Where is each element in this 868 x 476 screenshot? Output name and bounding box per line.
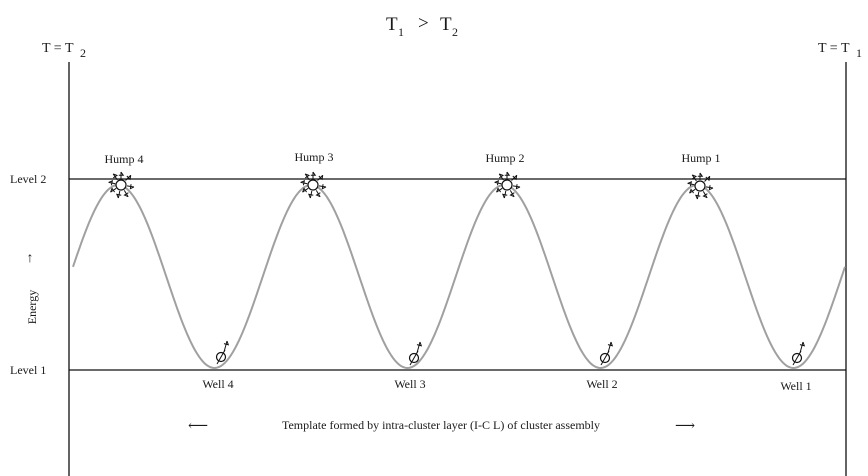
title-right-base: T xyxy=(440,14,452,35)
hump-ray-0-head xyxy=(697,172,704,177)
hump-particle xyxy=(115,179,127,191)
hump-ray-2-head xyxy=(129,184,135,190)
hump-ray-1-head xyxy=(318,175,324,181)
title-operator: > xyxy=(418,13,429,34)
hump-particle xyxy=(694,180,706,192)
well-slash xyxy=(792,350,802,366)
hump-ray-6-head xyxy=(687,181,693,187)
hump-ray-0-head xyxy=(310,171,317,176)
energy-axis-label: Energy xyxy=(25,290,39,324)
hump-1-marker: Hump 1 xyxy=(682,151,721,200)
hump-ray-3-head xyxy=(702,193,708,199)
hump-ray-7-head xyxy=(112,173,119,179)
well-escape-arrow-head xyxy=(223,340,230,346)
left-boundary-sub: 2 xyxy=(80,46,86,60)
right-boundary-label: T = T xyxy=(818,41,850,56)
hump-particle xyxy=(307,179,319,191)
hump-ray-6-head xyxy=(108,180,114,186)
hump-ray-2-head xyxy=(321,184,327,190)
hump-ray-6-head xyxy=(494,180,500,186)
well-1-label: Well 1 xyxy=(780,379,811,393)
well-slash xyxy=(216,349,226,365)
hump-ray-7-head xyxy=(691,174,698,180)
hump-ray-3-head xyxy=(123,192,129,198)
well-escape-arrow xyxy=(416,341,421,354)
well-2-label: Well 2 xyxy=(586,377,617,391)
hump-ray-2-head xyxy=(515,184,521,190)
hump-2-label: Hump 2 xyxy=(486,151,525,165)
well-escape-arrow-head xyxy=(416,341,423,347)
caption-text: Template formed by intra-cluster layer (… xyxy=(282,418,600,432)
well-slash xyxy=(600,350,610,366)
title-left-sub: 1 xyxy=(398,25,404,39)
hump-ray-4-head xyxy=(308,193,314,199)
hump-ray-5-head xyxy=(496,187,502,193)
hump-1-label: Hump 1 xyxy=(682,151,721,165)
hump-particle xyxy=(501,179,513,191)
hump-ray-7-head xyxy=(498,173,505,179)
hump-ray-5-head xyxy=(110,187,116,193)
well-4-label: Well 4 xyxy=(202,377,233,391)
left-boundary-label: T = T xyxy=(42,41,74,56)
well-4-marker: Well 4 xyxy=(202,340,234,391)
well-escape-arrow-head xyxy=(799,341,806,347)
energy-axis-arrow: ↑ xyxy=(27,251,34,266)
well-3-marker: Well 3 xyxy=(394,341,426,391)
well-escape-arrow-head xyxy=(607,341,614,347)
hump-ray-6-head xyxy=(300,180,306,186)
right-boundary-sub: 1 xyxy=(856,46,862,60)
well-escape-arrow xyxy=(223,340,228,353)
hump-4-marker: Hump 4 xyxy=(105,152,144,199)
hump-ray-1-head xyxy=(705,176,711,182)
hump-ray-3-head xyxy=(509,192,515,198)
hump-ray-2-head xyxy=(708,185,714,191)
well-3-label: Well 3 xyxy=(394,377,425,391)
caption-right-arrow: ⟶ xyxy=(675,419,695,434)
hump-ray-4-head xyxy=(695,194,701,200)
hump-ray-1-head xyxy=(126,175,132,181)
hump-3-label: Hump 3 xyxy=(295,150,334,164)
title-right-sub: 2 xyxy=(452,25,458,39)
hump-ray-5-head xyxy=(302,187,308,193)
hump-ray-3-head xyxy=(315,192,321,198)
level-1-label: Level 1 xyxy=(10,363,46,377)
title-left-base: T xyxy=(386,14,398,35)
well-2-marker: Well 2 xyxy=(586,341,618,391)
hump-3-marker: Hump 3 xyxy=(295,150,334,199)
level-2-label: Level 2 xyxy=(10,172,46,186)
hump-ray-1-head xyxy=(512,175,518,181)
hump-4-label: Hump 4 xyxy=(105,152,144,166)
well-escape-arrow xyxy=(799,341,804,354)
energy-wave xyxy=(72,183,846,370)
well-slash xyxy=(409,350,419,366)
hump-ray-5-head xyxy=(689,188,695,194)
hump-ray-4-head xyxy=(116,193,122,199)
hump-2-marker: Hump 2 xyxy=(486,151,525,199)
well-escape-arrow xyxy=(607,341,612,354)
hump-ray-0-head xyxy=(504,171,511,176)
well-1-marker: Well 1 xyxy=(780,341,812,393)
caption-left-arrow: ⟵ xyxy=(188,419,208,434)
hump-ray-7-head xyxy=(304,173,311,179)
hump-ray-4-head xyxy=(502,193,508,199)
hump-ray-0-head xyxy=(118,171,125,176)
